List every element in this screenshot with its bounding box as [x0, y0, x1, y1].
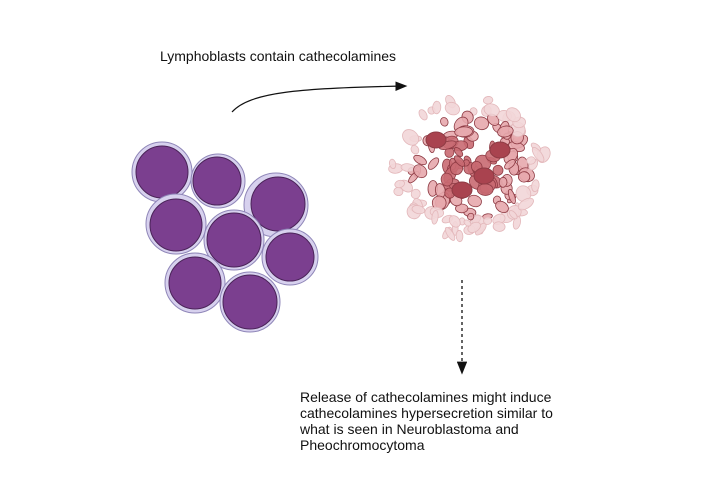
- lymphoblast-cell: [190, 153, 246, 209]
- debris-fragment: [492, 221, 506, 232]
- debris-fragment: [455, 203, 469, 214]
- lymphoblast-cell: [243, 172, 309, 238]
- debris-fragment: [453, 155, 466, 167]
- debris-fragment: [482, 96, 494, 105]
- caption-bottom: Release of cathecolamines might induce c…: [300, 389, 600, 453]
- debris-fragment: [440, 172, 454, 187]
- debris-fragment: [410, 188, 421, 199]
- debris-fragment: [504, 159, 516, 170]
- debris-fragment: [507, 188, 516, 205]
- debris-fragment: [517, 197, 534, 211]
- debris-fragment: [410, 144, 420, 155]
- debris-fragment: [444, 101, 460, 116]
- caption-bottom-line-2: cathecolamines hypersecretion similar to: [300, 405, 553, 421]
- debris-fragment: [455, 229, 464, 243]
- debris-fragment: [531, 147, 545, 163]
- caption-bottom-line-4: Pheochromocytoma: [300, 437, 425, 453]
- curved-arrow-right-icon: [231, 81, 408, 113]
- lymphoblast-cluster-icon: [131, 141, 319, 333]
- debris-fragment: [427, 157, 440, 170]
- debris-fragment: [394, 179, 406, 189]
- debris-fragment: [431, 210, 439, 225]
- cell-nucleus: [250, 176, 306, 232]
- lymphoblast-cell: [203, 209, 265, 271]
- debris-fragment: [400, 163, 416, 172]
- cell-lysis-debris-icon: [388, 95, 551, 243]
- debris-fragment: [454, 126, 473, 138]
- nuclear-fragment: [451, 181, 473, 199]
- debris-fragment: [440, 117, 449, 127]
- cell-nucleus: [135, 145, 189, 199]
- debris-fragment: [473, 116, 490, 131]
- debris-fragment: [512, 215, 521, 230]
- debris-fragment: [508, 210, 518, 220]
- debris-fragment: [526, 156, 536, 165]
- cell-nucleus: [222, 274, 278, 330]
- lymphoblast-cell: [219, 271, 281, 333]
- caption-bottom-line-1: Release of cathecolamines might induce: [300, 389, 552, 405]
- nuclear-fragment: [473, 167, 495, 185]
- cell-nucleus: [168, 256, 222, 310]
- debris-fragment: [413, 154, 427, 166]
- debris-fragment: [531, 179, 540, 193]
- debris-fragment: [467, 212, 475, 221]
- debris-fragment: [418, 109, 428, 121]
- debris-fragment: [388, 158, 397, 170]
- debris-fragment: [413, 164, 428, 179]
- debris-fragment: [463, 219, 472, 227]
- debris-fragment: [505, 107, 521, 123]
- caption-top: Lymphoblasts contain cathecolamines: [160, 48, 397, 64]
- lymphoblast-cell: [164, 252, 226, 314]
- debris-fragment: [498, 176, 508, 188]
- debris-fragment: [497, 125, 514, 138]
- lymphoblast-cell: [131, 141, 193, 203]
- debris-fragment: [402, 129, 420, 146]
- debris-fragment: [495, 200, 509, 214]
- debris-fragment: [448, 215, 461, 228]
- debris-fragment: [483, 216, 493, 225]
- caption-bottom-line-3: what is seen in Neuroblastoma and: [300, 421, 519, 437]
- debris-fragment: [453, 147, 464, 157]
- lymphoblast-cell: [145, 193, 207, 255]
- cell-nucleus: [149, 198, 203, 252]
- nuclear-fragment: [489, 141, 511, 159]
- cell-nucleus: [192, 156, 242, 206]
- debris-fragment: [492, 164, 504, 176]
- debris-fragment: [444, 227, 456, 241]
- cell-nucleus: [206, 212, 262, 268]
- debris-fragment: [467, 194, 482, 208]
- lymphoblast-cell: [261, 228, 319, 286]
- debris-fragment: [476, 183, 494, 196]
- debris-fragment: [518, 171, 531, 183]
- debris-fragment: [432, 100, 442, 115]
- cell-nucleus: [265, 232, 315, 282]
- nuclear-fragment: [425, 131, 447, 149]
- debris-fragment: [483, 103, 500, 117]
